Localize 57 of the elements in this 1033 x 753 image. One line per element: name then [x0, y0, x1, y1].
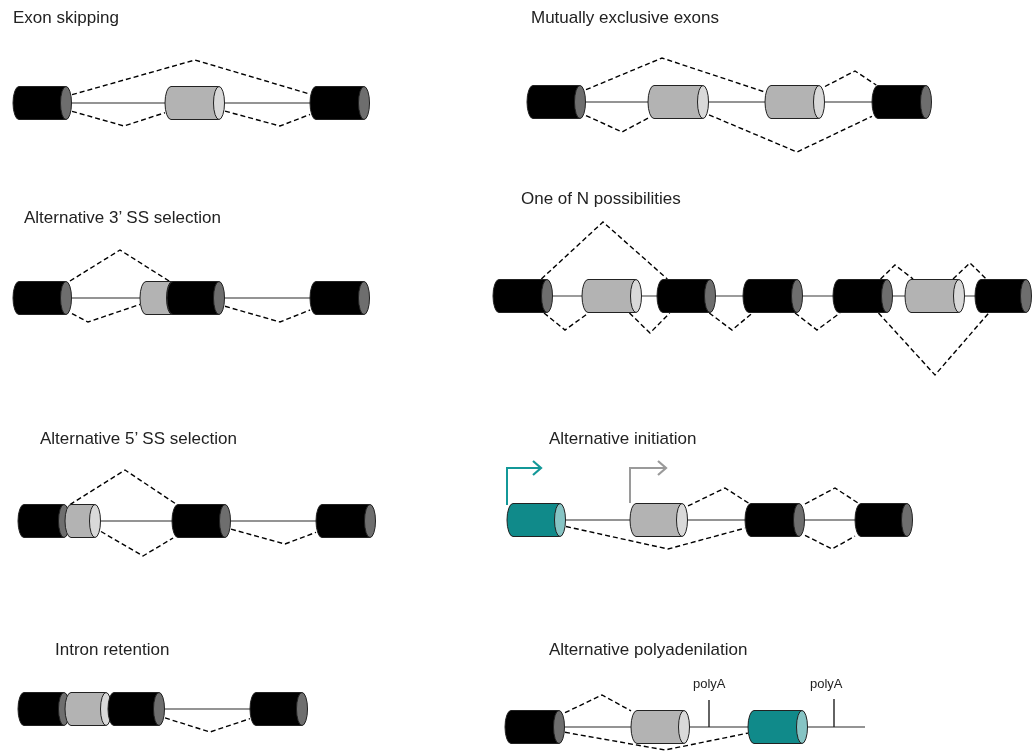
panel-title: One of N possibilities [521, 189, 681, 209]
intron-line [224, 102, 311, 104]
intron-line [689, 726, 749, 728]
intron-line [230, 520, 317, 522]
splice-junction-line [687, 487, 750, 507]
splice-junction-line [71, 303, 141, 323]
splice-junction-line [708, 312, 754, 331]
splice-junction-line [230, 528, 317, 545]
intron-line [100, 520, 173, 522]
splice-junction-line [69, 249, 170, 282]
intron-line [641, 295, 658, 297]
intron-line [824, 101, 873, 103]
splice-junction-line [164, 717, 251, 733]
intron-line [708, 101, 766, 103]
splice-junction-line [564, 694, 632, 714]
site-label: polyA [693, 676, 726, 691]
intron-line [564, 726, 632, 728]
panel-title: Alternative 5’ SS selection [40, 429, 237, 449]
site-label: polyA [810, 676, 843, 691]
intron-line [804, 519, 856, 521]
splice-junction-line [69, 469, 177, 506]
splice-junction-line [224, 305, 311, 323]
splice-junction-line [540, 221, 669, 280]
intron-line [687, 519, 746, 521]
splice-junction-line [794, 312, 841, 331]
splice-junction-line [952, 262, 987, 280]
panel-title: Alternative polyadenilation [549, 640, 748, 660]
intron-line [964, 295, 976, 297]
intron-line [224, 297, 311, 299]
splice-junction-line [585, 57, 766, 93]
splice-junction-line [564, 731, 749, 751]
splice-junction-line [879, 264, 914, 280]
intron-line [715, 295, 744, 297]
splice-junction-line [224, 110, 311, 127]
intron-line [892, 295, 906, 297]
panel-title: Alternative 3’ SS selection [24, 208, 221, 228]
intron-line [164, 708, 251, 710]
intron-line [552, 295, 583, 297]
panel-title: Intron retention [55, 640, 170, 660]
splice-junction-line [804, 487, 859, 505]
splice-junction-line [71, 110, 166, 127]
splice-junction-line [804, 534, 856, 550]
splice-junction-line [585, 114, 649, 133]
intron-line [71, 102, 166, 104]
intron-line [802, 295, 834, 297]
intron-line [807, 726, 866, 728]
panel-title: Alternative initiation [549, 429, 697, 449]
intron-line [71, 297, 141, 299]
panel-title: Exon skipping [13, 8, 119, 28]
splice-junction-line [877, 312, 990, 377]
panel-title: Mutually exclusive exons [531, 8, 720, 28]
splice-junction-line [100, 530, 174, 557]
splice-junction-line [628, 312, 671, 334]
intron-line [565, 519, 631, 521]
splice-junction-line [708, 114, 873, 153]
splice-junction-line [824, 70, 877, 88]
intron-line [585, 101, 649, 103]
